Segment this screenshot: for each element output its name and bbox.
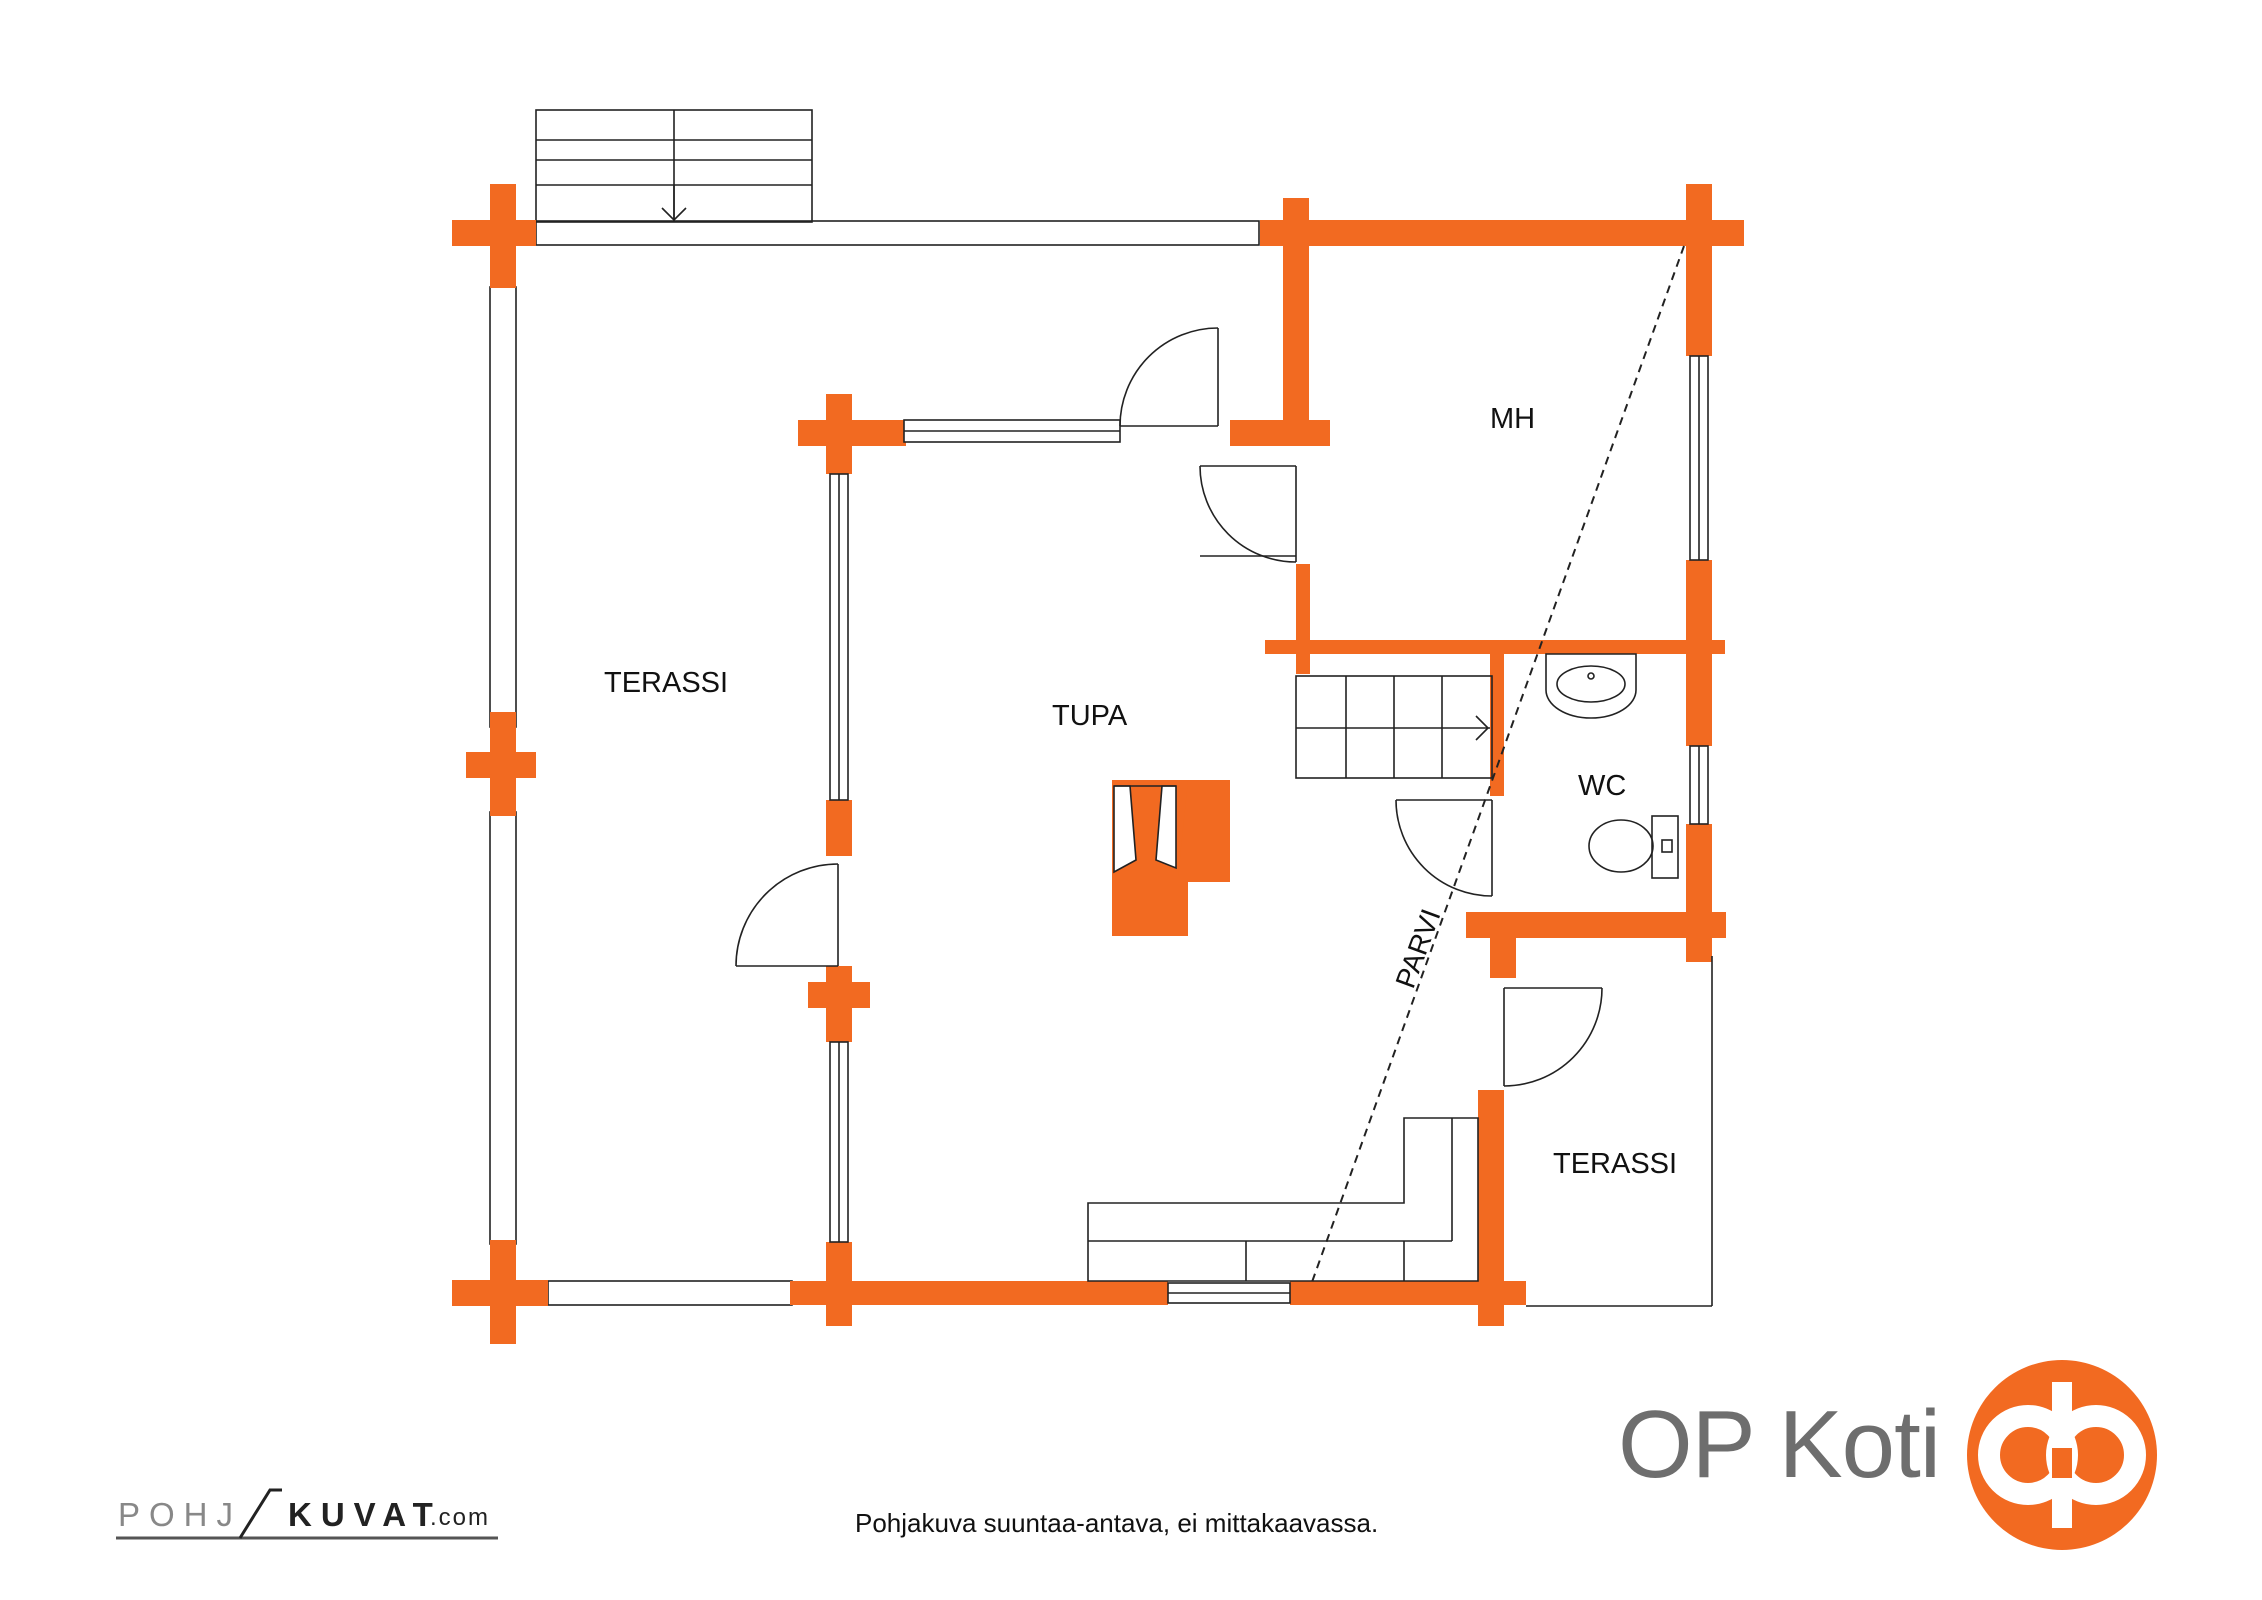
room-label-terrace-left: TERASSI — [604, 667, 728, 699]
watermark-part1: POHJ — [118, 1496, 243, 1533]
room-label-bedroom: MH — [1490, 403, 1535, 435]
terrace-left-railing — [489, 220, 1260, 1306]
windows — [829, 355, 1709, 1304]
terrace-right-outline — [1526, 956, 1713, 1307]
watermark-part2: KUVAT — [288, 1496, 442, 1533]
disclaimer-text: Pohjakuva suuntaa-antava, ei mittakaavas… — [855, 1508, 1379, 1538]
room-label-wc: WC — [1578, 770, 1626, 802]
terrace-steps — [535, 109, 813, 223]
room-label-living: TUPA — [1052, 700, 1128, 732]
doors — [735, 327, 1603, 1087]
kitchen-counter — [1087, 1117, 1479, 1282]
op-logo-icon — [1967, 1360, 2157, 1550]
brand-name: OP Koti — [1618, 1391, 1941, 1498]
room-label-loft: PARVI — [1390, 905, 1447, 992]
loft-edge-line — [1311, 245, 1685, 1283]
room-label-terrace-right: TERASSI — [1553, 1148, 1677, 1180]
fireplace — [1112, 780, 1230, 936]
pohjakuvat-logo-mark — [116, 1488, 498, 1540]
walls — [452, 184, 1744, 1344]
wc-fixtures — [1545, 653, 1679, 879]
stairs — [1295, 675, 1493, 779]
watermark-domain: .com — [430, 1504, 491, 1531]
